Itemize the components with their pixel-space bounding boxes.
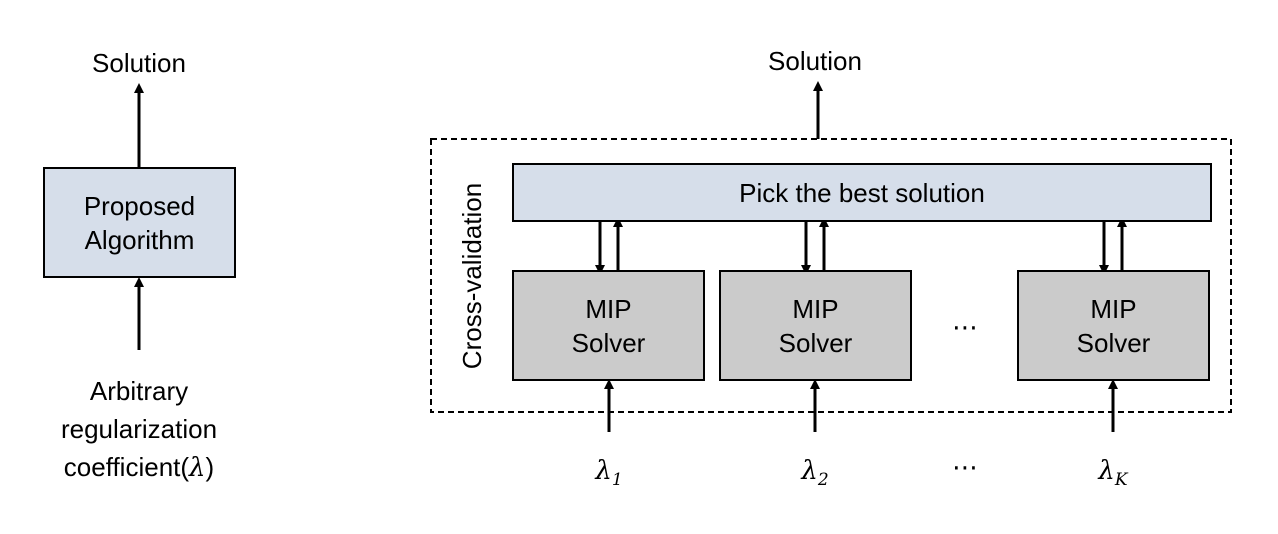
input-label-close-paren: ) xyxy=(205,452,215,482)
cross-validation-label: Cross-validation xyxy=(457,182,487,370)
lambda-1-symbol: λ xyxy=(595,456,612,486)
left-input-label: Arbitrary regularization coefficient(λ) xyxy=(24,372,254,487)
pick-best-solution-box: Pick the best solution xyxy=(512,163,1212,222)
lambda-k-label: λK xyxy=(1073,456,1153,495)
proposed-algorithm-box: Proposed Algorithm xyxy=(43,167,236,278)
lambda-k-symbol: λ xyxy=(1098,456,1115,486)
mip-solver-box-2: MIP Solver xyxy=(719,270,912,381)
lambda-symbol: λ xyxy=(189,453,206,483)
input-label-line-2: regularization xyxy=(60,414,218,444)
lambda-2-subscript: 2 xyxy=(817,470,829,490)
lambda-ellipsis: ⋯ xyxy=(952,452,978,482)
input-label-line-3-text: coefficient( xyxy=(63,452,190,482)
right-solution-label: Solution xyxy=(768,46,862,76)
lambda-k-subscript: K xyxy=(1114,470,1128,490)
cross-validation-group-border xyxy=(430,138,1232,413)
lambda-1-subscript: 1 xyxy=(611,470,623,490)
lambda-1-label: λ1 xyxy=(569,456,649,495)
lambda-2-label: λ2 xyxy=(775,456,855,495)
input-label-line-3: coefficient(λ) xyxy=(24,448,254,487)
left-solution-label: Solution xyxy=(92,48,186,78)
mip-solver-box-1: MIP Solver xyxy=(512,270,705,381)
lambda-2-symbol: λ xyxy=(801,456,818,486)
input-label-line-1: Arbitrary xyxy=(89,376,189,406)
mip-solver-box-k: MIP Solver xyxy=(1017,270,1210,381)
solver-ellipsis: ⋯ xyxy=(952,312,978,342)
